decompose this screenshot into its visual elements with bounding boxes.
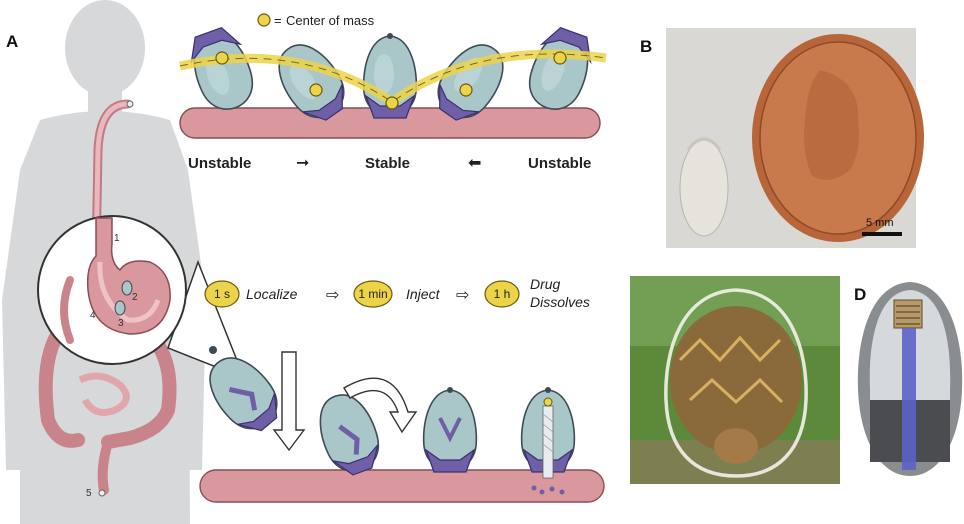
- step-label-localize: Localize: [246, 286, 298, 302]
- anatomy-number-3: 3: [118, 318, 124, 329]
- down-arrow-icon: [274, 352, 304, 450]
- step-arrow-icon: ⇨: [456, 285, 469, 304]
- label-stable: Stable: [365, 155, 410, 172]
- arrow-right-icon: ➞: [296, 153, 309, 172]
- time-badge-1min: 1 min: [358, 287, 387, 301]
- center-of-mass-legend-dot: [258, 14, 270, 26]
- capsule-cutaway-render: [858, 282, 962, 476]
- step-label-drug: Drug: [530, 276, 561, 292]
- scale-bar-label: 5 mm: [866, 217, 894, 229]
- legend-text: Center of mass: [286, 13, 375, 28]
- step-localize: 1 s Localize: [205, 281, 298, 307]
- time-badge-1h: 1 h: [494, 287, 511, 301]
- center-of-mass-dot: [460, 84, 472, 96]
- center-of-mass-dot: [310, 84, 322, 96]
- anatomy-number-1: 1: [114, 233, 120, 244]
- capsule-landed: [424, 387, 477, 472]
- printed-capsule-photo: [680, 140, 728, 236]
- step-label-dissolves: Dissolves: [530, 294, 590, 310]
- step-arrow-icon: ⇨: [326, 285, 339, 304]
- step-inject: 1 min Inject: [354, 281, 441, 307]
- anatomy-number-2: 2: [132, 292, 138, 303]
- capsule-injecting: [522, 387, 575, 478]
- legend-symbol: =: [274, 13, 282, 28]
- anatomy-number-4: 4: [90, 310, 96, 321]
- center-of-mass-dot: [386, 97, 398, 109]
- arrow-left-icon: ⬅: [468, 153, 481, 172]
- scale-bar: [862, 232, 902, 236]
- penny-coin: [752, 34, 924, 242]
- capsule-rotating: [310, 387, 387, 480]
- anatomy-number-5: 5: [86, 488, 92, 499]
- panel-label-d: D: [854, 285, 866, 304]
- step-dissolve: 1 h Drug Dissolves: [485, 276, 590, 310]
- time-badge-1s: 1 s: [214, 287, 230, 301]
- label-unstable-left: Unstable: [188, 155, 251, 172]
- center-of-mass-dot: [216, 52, 228, 64]
- panel-label-b: B: [640, 37, 652, 56]
- center-of-mass-dot: [554, 52, 566, 64]
- step-label-inject: Inject: [406, 286, 441, 302]
- panel-label-a: A: [6, 32, 18, 51]
- capsule-unstable-right: [522, 23, 599, 116]
- label-unstable-right: Unstable: [528, 155, 591, 172]
- capsule-unstable-left: [184, 23, 261, 116]
- center-of-mass-legend: = Center of mass: [258, 13, 375, 28]
